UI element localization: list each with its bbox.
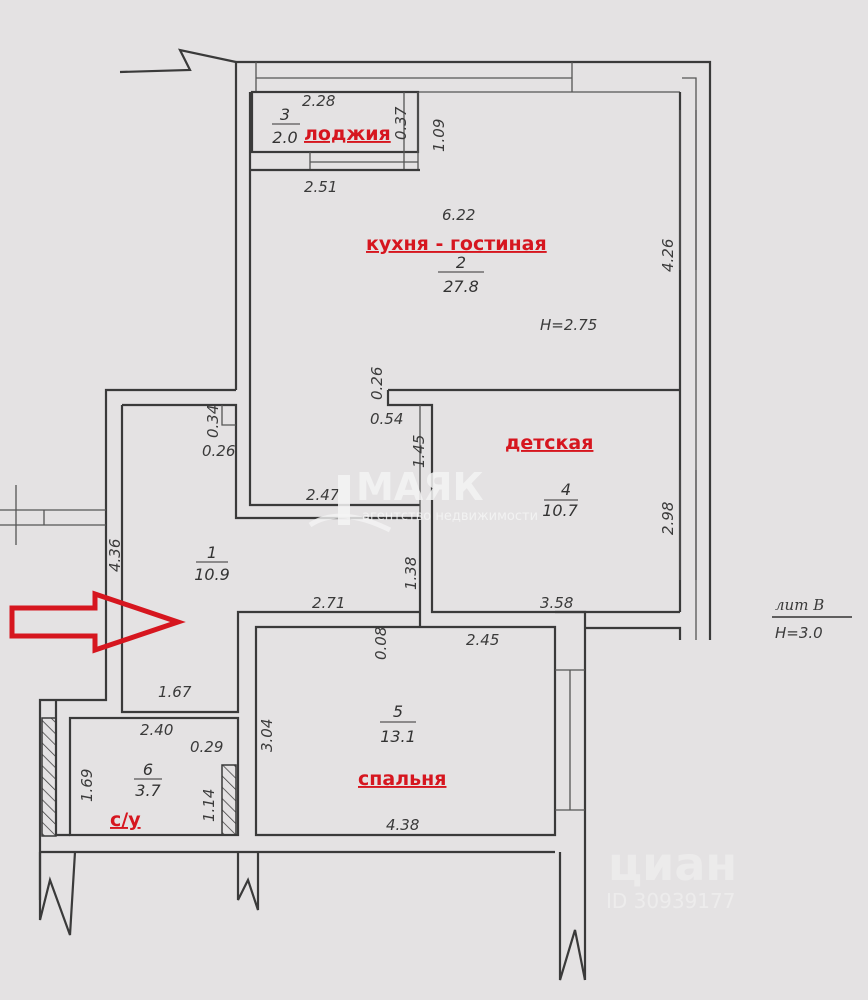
dim-114: 1.14 [200, 789, 218, 822]
label-bathroom: с/у [110, 809, 141, 831]
dim-247: 2.47 [306, 486, 340, 504]
dim-008: 0.08 [372, 627, 390, 660]
room-4-area: 10.7 [542, 501, 578, 520]
dim-loggia-width: 2.28 [302, 92, 335, 110]
legend: лит В H=3.0 [772, 596, 852, 642]
room-5-area: 13.1 [380, 727, 416, 746]
room-1-area: 10.9 [194, 565, 230, 584]
room-numbers: 3 2.0 2 27.8 4 10.7 1 10.9 5 13.1 6 3.7 [134, 105, 579, 800]
dim-kids-depth: 2.98 [659, 502, 677, 535]
dim-bath-width: 2.40 [140, 721, 173, 739]
room-6-number: 6 [143, 760, 153, 779]
watermark-id: ID 30939177 [606, 889, 735, 913]
dim-loggia-bottom: 2.51 [304, 178, 337, 196]
dim-kitchen-width: 6.22 [442, 206, 475, 224]
dimension-labels: 2.28 0.37 1.09 2.51 6.22 4.26 H=2.75 0.2… [78, 92, 677, 834]
dim-167: 1.67 [158, 683, 192, 701]
room-1-number: 1 [207, 543, 217, 562]
watermark-agency-sub: агентство недвижимости [362, 509, 538, 524]
room-2-number: 2 [456, 253, 466, 272]
dim-054: 0.54 [370, 410, 403, 428]
label-loggia: лоджия [304, 123, 391, 145]
room-6-area: 3.7 [135, 781, 161, 800]
dim-029: 0.29 [190, 738, 223, 756]
label-kids-room: детская [505, 432, 593, 454]
dim-026a: 0.26 [368, 367, 386, 400]
kitchen-height: H=2.75 [540, 316, 597, 334]
label-bedroom: спальня [358, 768, 446, 790]
label-kitchen-living: кухня - гостиная [366, 233, 547, 255]
dim-loggia-side: 1.09 [430, 119, 448, 152]
room-2-area: 27.8 [443, 277, 479, 296]
legend-lit: лит В [775, 596, 824, 614]
dim-loggia-depth: 0.37 [392, 106, 410, 140]
dim-026b: 0.26 [202, 442, 235, 460]
lighthouse-icon [308, 475, 392, 533]
legend-height: H=3.0 [775, 624, 823, 642]
dim-hall-depth: 4.36 [106, 539, 124, 572]
dim-kitchen-depth: 4.26 [659, 239, 677, 272]
watermarks: МАЯК агентство недвижимости циан ID 3093… [308, 465, 737, 913]
dim-138: 1.38 [402, 557, 420, 590]
dim-bed-width: 4.38 [386, 816, 419, 834]
dim-kids-width: 3.58 [540, 594, 573, 612]
dim-245: 2.45 [466, 631, 499, 649]
room-name-labels: лоджия кухня - гостиная детская спальня … [110, 123, 593, 831]
walls [0, 48, 712, 981]
watermark-agency: МАЯК [356, 465, 484, 509]
dim-bed-depth: 3.04 [258, 719, 276, 752]
red-entrance-arrow [9, 590, 186, 654]
dim-271: 2.71 [312, 594, 345, 612]
dim-034: 0.34 [204, 405, 222, 438]
room-3-area: 2.0 [272, 128, 297, 147]
watermark-site: циан [608, 837, 737, 891]
dim-bath-depth: 1.69 [78, 769, 96, 802]
dim-145: 1.45 [410, 435, 428, 468]
room-5-number: 5 [393, 702, 403, 721]
room-3-number: 3 [280, 105, 290, 124]
room-4-number: 4 [561, 480, 571, 499]
